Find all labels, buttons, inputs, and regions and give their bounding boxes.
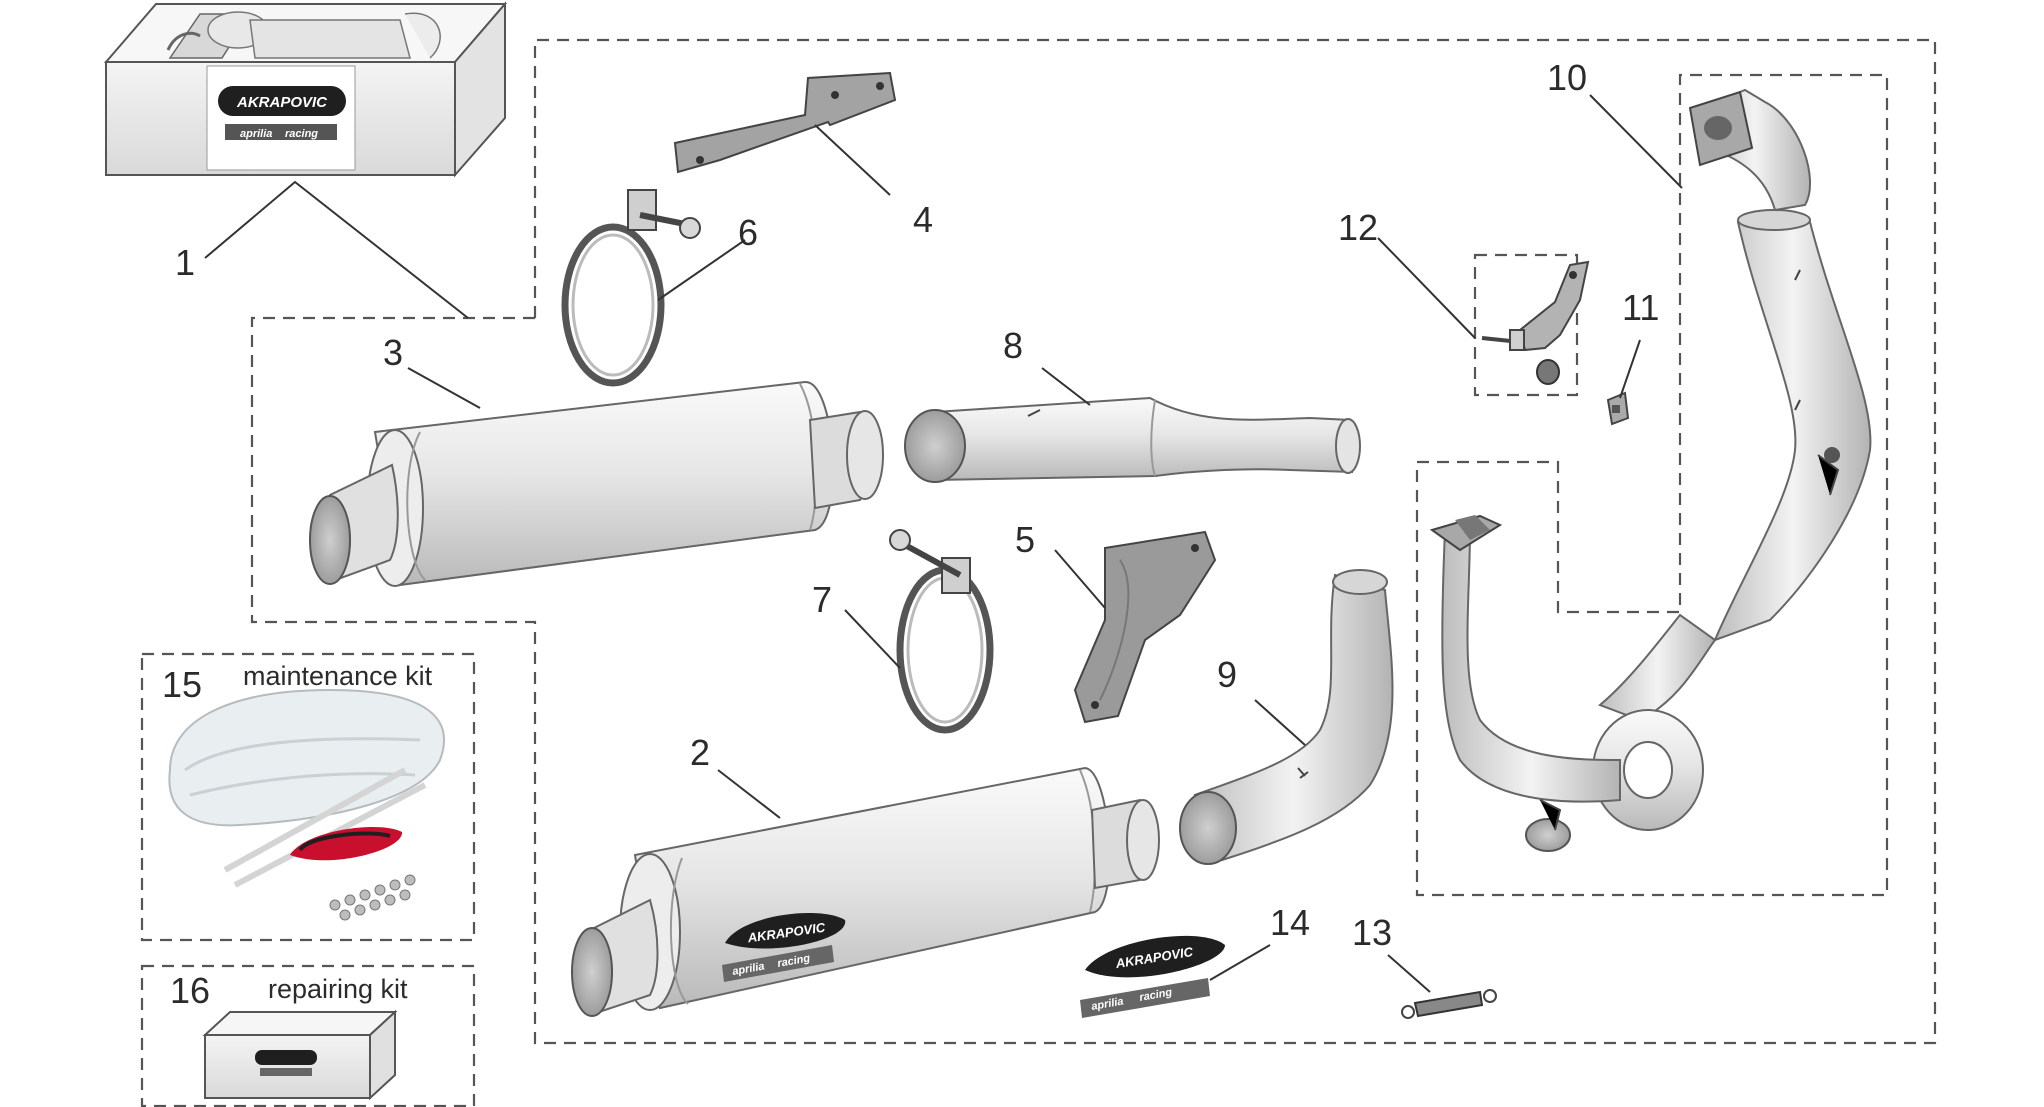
callout-9: 9 (1217, 654, 1237, 695)
link-pipe (904, 396, 1361, 483)
sensor-bracket (1481, 260, 1590, 385)
callout-12: 12 (1338, 207, 1378, 248)
mid-pipe (1179, 569, 1394, 865)
upper-muffler (309, 380, 884, 587)
spring (1401, 989, 1497, 1019)
sticker: AKRAPOVIC aprilia racing (1080, 935, 1225, 1018)
leader-lines (204, 94, 1683, 993)
callout-3: 3 (383, 332, 403, 373)
repairing-kit-outline (140, 964, 476, 1107)
screws (329, 874, 416, 921)
callout-4: 4 (913, 199, 933, 240)
callout-13: 13 (1352, 912, 1392, 953)
svg-text:aprilia: aprilia (1090, 996, 1124, 1013)
repairing-kit (202, 1009, 398, 1101)
header-assembly (1429, 88, 1872, 852)
callout-7: 7 (812, 579, 832, 620)
header-group-outline (1415, 73, 1889, 897)
svg-text:AKRAPOVIC: AKRAPOVIC (236, 94, 328, 111)
callout-1: 1 (175, 242, 195, 283)
upper-bracket (673, 71, 897, 174)
lower-muffler: AKRAPOVIC aprilia racing (571, 766, 1160, 1017)
callout-6: 6 (738, 212, 758, 253)
repairing-kit-label: repairing kit (268, 974, 408, 1004)
lower-clamp (889, 529, 994, 734)
callout-8: 8 (1003, 325, 1023, 366)
callout-numbers: 1 2 3 4 5 6 7 8 9 10 11 12 13 14 15 16 (162, 57, 1659, 1011)
lower-bracket (1073, 530, 1217, 724)
callout-11: 11 (1622, 287, 1659, 328)
maintenance-kit-label: maintenance kit (243, 661, 433, 691)
callout-14: 14 (1270, 902, 1310, 943)
callout-5: 5 (1015, 519, 1035, 560)
kit-labels: maintenance kit repairing kit (243, 661, 433, 1004)
muffler-logo: AKRAPOVIC aprilia racing (722, 913, 846, 982)
bracket-12-outline (1473, 253, 1579, 397)
callout-16: 16 (170, 970, 210, 1011)
svg-text:racing: racing (285, 128, 318, 140)
svg-text:racing: racing (1138, 986, 1173, 1004)
small-clip (1606, 391, 1630, 426)
maintenance-kit (168, 688, 445, 921)
upper-clamp (561, 189, 701, 387)
callout-2: 2 (690, 732, 710, 773)
callout-10: 10 (1547, 57, 1587, 98)
box-logo: AKRAPOVIC aprilia racing (218, 86, 346, 140)
maintenance-kit-outline (140, 652, 476, 942)
svg-text:aprilia: aprilia (240, 128, 272, 140)
kit-box: AKRAPOVIC aprilia racing (103, 1, 508, 178)
callout-15: 15 (162, 664, 202, 705)
svg-text:racing: racing (776, 952, 811, 970)
main-kit-outline (250, 38, 1937, 1045)
group-outlines (140, 38, 1937, 1107)
svg-text:aprilia: aprilia (731, 961, 765, 978)
